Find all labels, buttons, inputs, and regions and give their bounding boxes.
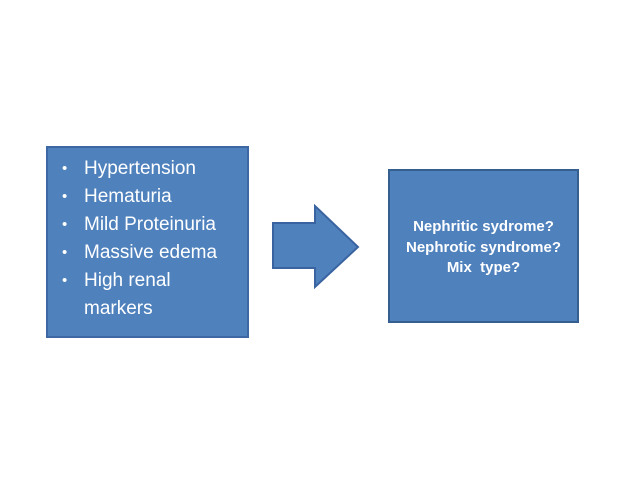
symptom-label: Mild Proteinuria: [84, 214, 216, 235]
symptom-label: Hematuria: [84, 186, 172, 207]
diagnosis-line: Mix type?: [446, 259, 521, 277]
list-item: • Massive edema: [48, 239, 241, 267]
bullet-icon: •: [62, 188, 68, 205]
list-item: • High renal markers: [48, 267, 241, 323]
right-arrow-icon: [272, 204, 360, 290]
bullet-icon: •: [62, 216, 68, 233]
list-item: • Mild Proteinuria: [48, 211, 241, 239]
bullet-icon: •: [62, 244, 68, 261]
diagnosis-line: Nephrotic syndrome?: [405, 238, 562, 256]
symptom-label: High renal markers: [84, 270, 171, 319]
symptoms-box: • Hypertension • Hematuria • Mild Protei…: [46, 146, 249, 338]
symptom-label: Massive edema: [84, 242, 218, 263]
list-item: • Hypertension: [48, 155, 241, 183]
bullet-icon: •: [62, 160, 68, 177]
diagnosis-box: Nephritic sydrome? Nephrotic syndrome? M…: [388, 169, 579, 323]
symptoms-list: • Hypertension • Hematuria • Mild Protei…: [48, 148, 247, 323]
list-item: • Hematuria: [48, 183, 241, 211]
bullet-icon: •: [62, 272, 68, 289]
symptom-label: Hypertension: [84, 158, 196, 179]
diagnosis-line: Nephritic sydrome?: [413, 218, 554, 236]
